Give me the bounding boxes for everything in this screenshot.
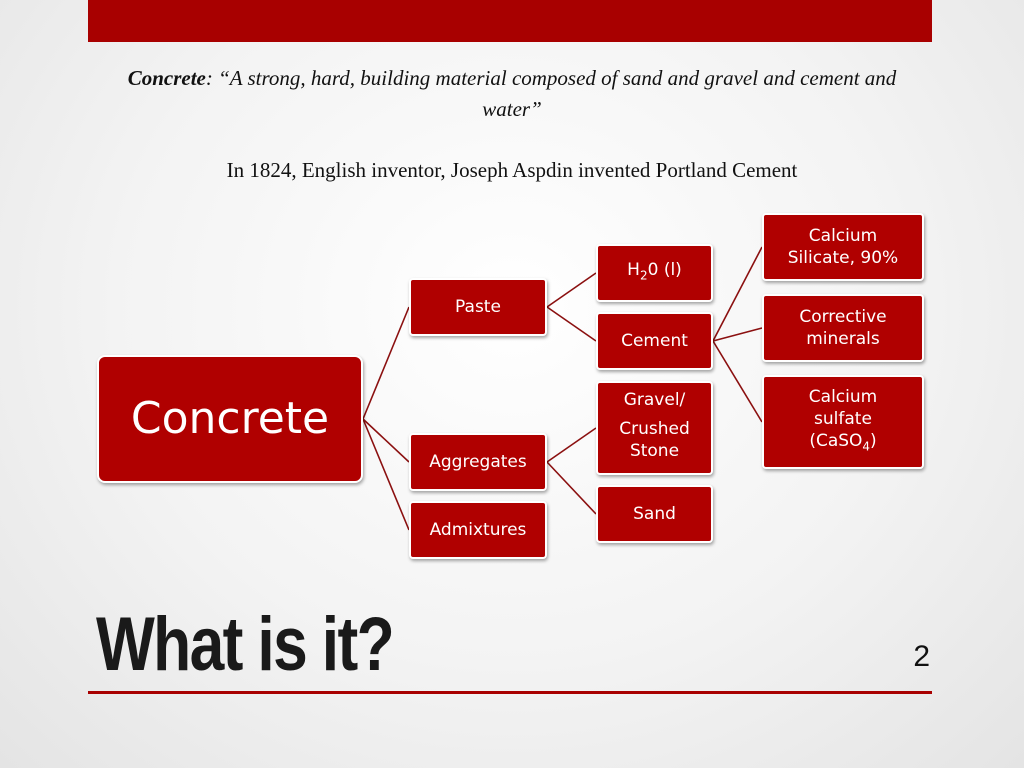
aggregates-node: Aggregates [409,433,547,491]
concrete-node: Concrete [97,355,363,483]
definition-body: : “A strong, hard, building material com… [205,66,897,121]
corrective-line-1: Corrective [799,307,887,327]
silicate-line-2: Silicate, 90% [787,248,899,268]
paste-node-label: Paste [455,297,501,317]
water-rest: 0 (l) [647,260,682,281]
concrete-node-label: Concrete [130,393,330,444]
gravel-line-2: Crushed [619,419,690,439]
sand-node: Sand [596,485,713,543]
sulfate-line-2: sulfate [814,409,872,430]
admixtures-node-label: Admixtures [429,520,527,540]
calcium-silicate-node: Calcium Silicate, 90% [762,213,924,281]
corrective-minerals-node: Corrective minerals [762,294,924,362]
cement-node-label: Cement [621,331,688,351]
sulfate-line-3: (CaSO4) [809,430,876,457]
slide-title: What is it? [96,602,395,687]
admixtures-node: Admixtures [409,501,547,559]
corrective-line-2: minerals [806,329,880,349]
gravel-line-3: Stone [629,441,680,461]
definition-term: Concrete [127,66,206,90]
paste-node: Paste [409,278,547,336]
invention-text: In 1824, English inventor, Joseph Aspdin… [226,158,798,182]
connector-paste-water [546,272,597,308]
sulfate-formula: (CaSO [809,431,863,452]
sulfate-line-1: Calcium [808,387,878,408]
silicate-line-1: Calcium [808,226,878,246]
aggregates-node-label: Aggregates [429,452,527,472]
bottom-accent-rule [88,691,932,694]
connector-paste-cement [546,306,597,342]
definition-text: Concrete: “A strong, hard, building mate… [100,63,924,125]
connector-aggregates-gravel [546,427,597,463]
sulfate-subscript: 4 [862,439,871,454]
connector-concrete-aggregates [362,418,410,463]
page-number: 2 [913,640,930,673]
sand-node-label: Sand [633,504,676,524]
connector-concrete-paste [362,306,410,420]
sulfate-close: ) [870,431,877,452]
gravel-node: Gravel/ Crushed Stone [596,381,713,475]
calcium-sulfate-node: Calcium sulfate (CaSO4) [762,375,924,469]
top-accent-bar [88,0,932,42]
water-node: H20 (l) [596,244,713,302]
connector-cement-corrective [712,327,763,342]
gravel-line-1: Gravel/ [623,390,686,410]
water-node-label: H20 (l) [627,259,682,286]
connector-cement-silicate [712,246,763,342]
connector-concrete-admixtures [362,418,410,531]
water-subscript: 2 [639,268,648,283]
connector-cement-sulfate [712,340,763,423]
cement-node: Cement [596,312,713,370]
water-symbol: H [627,260,640,281]
connector-aggregates-sand [546,461,597,515]
